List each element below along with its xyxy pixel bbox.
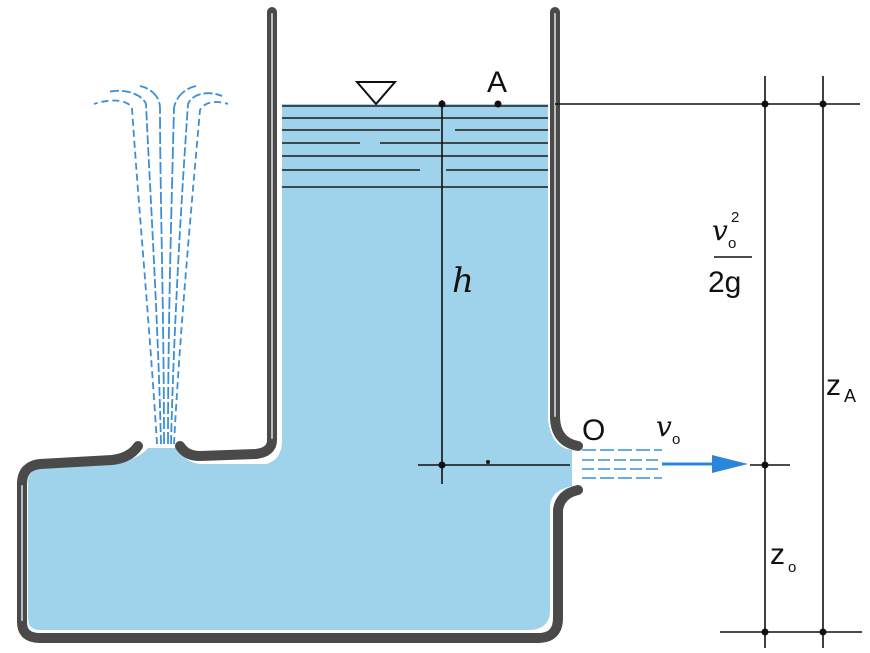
label-velocity-head: v o 2 2g bbox=[708, 209, 741, 299]
arrow-right-icon bbox=[662, 455, 748, 473]
outlet-jet bbox=[582, 449, 662, 479]
surface-ripples bbox=[282, 105, 548, 188]
svg-text:o: o bbox=[728, 235, 736, 252]
svg-text:z: z bbox=[770, 538, 785, 571]
fountain-jet bbox=[93, 85, 229, 445]
svg-text:2: 2 bbox=[731, 209, 739, 226]
label-z-a: z A bbox=[826, 369, 856, 406]
reference-lines bbox=[418, 76, 862, 648]
label-head: h bbox=[452, 261, 474, 301]
svg-text:o: o bbox=[788, 559, 796, 576]
reference-dots bbox=[438, 100, 827, 636]
water-body bbox=[28, 104, 572, 630]
svg-text:v: v bbox=[656, 410, 672, 443]
svg-text:2g: 2g bbox=[708, 266, 741, 299]
svg-text:z: z bbox=[826, 369, 841, 402]
label-z-o: z o bbox=[770, 538, 796, 576]
label-velocity: v o bbox=[656, 410, 680, 448]
inverted-triangle-icon bbox=[354, 81, 398, 106]
label-point-a: A bbox=[487, 66, 507, 99]
tank-walls bbox=[17, 7, 583, 643]
svg-text:A: A bbox=[844, 386, 856, 406]
svg-text:o: o bbox=[672, 431, 680, 448]
svg-text:v: v bbox=[712, 214, 728, 247]
label-outlet: O bbox=[582, 414, 605, 447]
